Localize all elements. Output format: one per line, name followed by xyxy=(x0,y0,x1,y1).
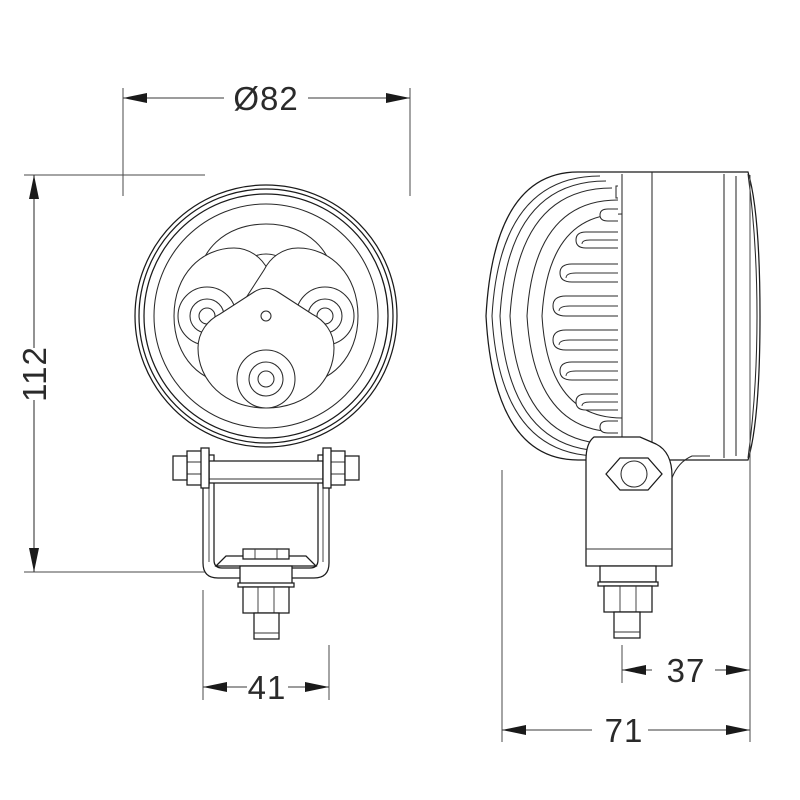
side-bezel-contour-4 xyxy=(526,199,619,433)
dim37-arrow-left xyxy=(622,665,646,675)
dim82-label: Ø82 xyxy=(233,80,298,117)
side-rear-cap-edge xyxy=(747,173,758,459)
side-bezel-contour-3 xyxy=(509,187,613,445)
led-cluster-center-node xyxy=(260,310,272,322)
lamp-bezel-ring-3 xyxy=(143,193,389,439)
dim41-arrow-right xyxy=(305,682,329,692)
cooling-fin-9 xyxy=(599,420,618,434)
dim41-arrow-left xyxy=(203,682,227,692)
side-bezel-contour-1 xyxy=(491,175,601,457)
cooling-fin-3 xyxy=(575,231,618,249)
dimension-depth-71: 71 xyxy=(501,175,751,749)
side-mounting-stud-assembly xyxy=(597,565,659,639)
front-mounting-bracket xyxy=(172,447,360,640)
dim112-arrow-top xyxy=(29,175,39,199)
dim37-arrow-right xyxy=(726,665,750,675)
dim37-label: 37 xyxy=(667,652,706,689)
dim71-label: 71 xyxy=(605,712,644,749)
side-stud-thread-shank xyxy=(613,611,641,639)
side-cooling-fins xyxy=(552,185,618,457)
stud-washer-plate xyxy=(239,565,293,585)
stud-hex-nut xyxy=(242,586,290,614)
led-pod-bottom-emitter xyxy=(257,370,275,388)
side-yoke-bolt-boss xyxy=(620,460,648,488)
dim112-label: 112 xyxy=(16,346,53,402)
cooling-fin-7 xyxy=(559,361,618,381)
led-pod-bottom xyxy=(197,287,335,409)
led-pod-bottom-reflector xyxy=(197,287,335,409)
cooling-fin-3-relief xyxy=(581,239,618,245)
bolt-left-washer xyxy=(172,455,188,481)
dim82-arrow-right xyxy=(386,93,410,103)
bracket-center-pad xyxy=(242,548,290,560)
bolt-right-flange xyxy=(322,447,332,489)
dimension-depth-37: 37 xyxy=(621,645,750,689)
bolt-left-flange xyxy=(200,447,210,489)
dim71-arrow-right xyxy=(726,725,750,735)
front-bracket-bolt-left xyxy=(172,447,210,489)
side-stud-hex-nut xyxy=(603,585,653,613)
cooling-fin-4 xyxy=(559,263,618,283)
cooling-fin-2 xyxy=(599,208,618,222)
cooling-fin-8-relief xyxy=(581,401,618,407)
front-bracket-bolt-right xyxy=(322,447,360,489)
cooling-fin-6 xyxy=(552,329,618,351)
side-pivot-yoke xyxy=(585,436,710,567)
dimension-width-41: 41 xyxy=(202,590,330,706)
bracket-pivot-band xyxy=(208,460,324,484)
dim71-arrow-left xyxy=(502,725,526,735)
cooling-fin-4-relief xyxy=(565,272,618,279)
side-housing-outline xyxy=(485,171,761,461)
cooling-fin-8 xyxy=(575,393,618,411)
side-view-group xyxy=(485,171,761,639)
lamp-reflector-housing-ring xyxy=(153,203,379,429)
cooling-fin-5-relief xyxy=(558,305,618,312)
led-pod-cluster xyxy=(173,223,359,409)
dimension-height-112: 112 xyxy=(16,174,205,573)
cooling-fin-1 xyxy=(615,185,618,199)
front-mounting-stud-assembly xyxy=(237,565,295,640)
dimension-diameter-82: Ø82 xyxy=(122,80,411,196)
cooling-fin-5 xyxy=(552,295,618,317)
dim82-arrow-left xyxy=(123,93,147,103)
cooling-fin-7-relief xyxy=(565,370,618,377)
cooling-fin-6-relief xyxy=(558,339,618,346)
side-yoke-body xyxy=(585,436,673,567)
side-yoke-fillet xyxy=(671,455,710,479)
dim112-arrow-bottom xyxy=(29,548,39,572)
front-view-group xyxy=(134,184,398,640)
side-bezel-contour-2 xyxy=(499,180,607,452)
dim41-label: 41 xyxy=(248,669,287,706)
side-stud-washer-plate xyxy=(599,565,657,583)
bolt-right-washer xyxy=(344,455,360,481)
lamp-bezel-ring-2 xyxy=(138,188,394,444)
stud-thread-shank xyxy=(253,612,280,640)
